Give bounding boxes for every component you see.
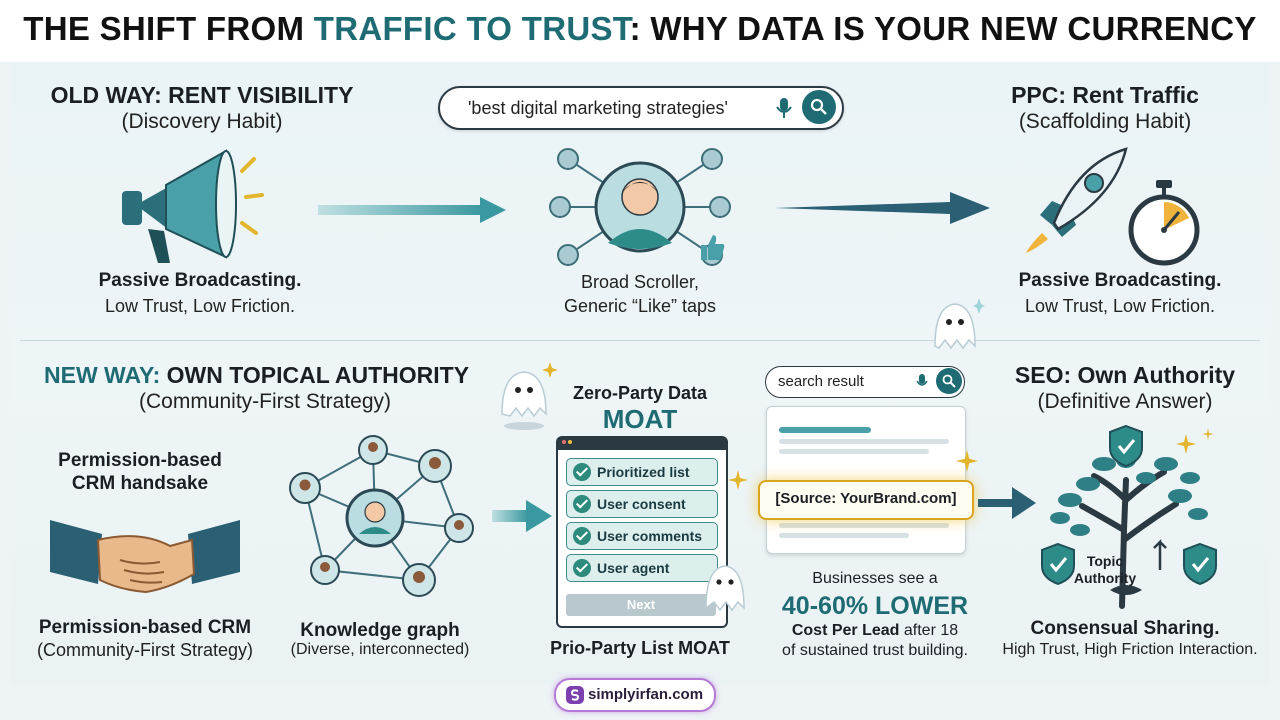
thumbs-up-icon [701, 235, 725, 260]
stats-highlight: 40-60% LOWER [781, 592, 969, 620]
sparkle-icon [956, 450, 978, 472]
flow-arrow-4 [978, 487, 1036, 519]
logo-text: simplyirfan.com [588, 686, 704, 703]
check-icon [573, 463, 591, 481]
old-way-caption: Low Trust, Low Friction. [104, 296, 296, 316]
mini-search-query: search result [778, 373, 864, 390]
form-titlebar [558, 438, 726, 450]
ppc-caption: Low Trust, Low Friction. [1024, 296, 1216, 316]
source-citation: [Source: YourBrand.com] [758, 480, 974, 520]
check-icon [573, 495, 591, 513]
tree-label-1: Topic [1086, 553, 1124, 569]
microphone-icon[interactable] [916, 373, 928, 391]
zero-party-form: Prioritized list User consent User comme… [556, 436, 728, 628]
old-way-caption-bold: Passive Broadcasting. [98, 270, 302, 291]
check-icon [573, 559, 591, 577]
user-network-icon [549, 148, 731, 266]
search-query: 'best digital marketing strategies' [468, 98, 728, 118]
checklist-item[interactable]: User comments [566, 522, 718, 550]
zero-party-moat: MOAT [602, 404, 678, 434]
rocket-icon [1026, 147, 1128, 253]
flow-arrow-1 [318, 197, 506, 223]
handshake-label-line1: Permission-based [58, 450, 222, 471]
stats-line1: Businesses see a [812, 570, 938, 587]
search-button[interactable] [936, 368, 962, 394]
handshake-caption-bold: Permission-based CRM [38, 617, 252, 638]
mini-search-bar[interactable]: search result [765, 366, 965, 398]
seo-caption-bold: Consensual Sharing. [1030, 618, 1220, 639]
tree-label-2: Authority [1073, 570, 1137, 586]
ppc-caption-bold: Passive Broadcasting. [1018, 270, 1222, 291]
title-bar [0, 0, 1280, 62]
seo-caption: High Trust, High Friction Interaction. [1002, 641, 1258, 658]
old-way-heading: OLD WAY: RENT VISIBILITY [50, 82, 354, 108]
search-icon [942, 374, 956, 388]
result-line [779, 533, 909, 538]
new-way-subheading: (Community-First Strategy) [138, 390, 392, 413]
center-top-line1: Broad Scroller, [580, 272, 700, 292]
result-line [779, 449, 929, 454]
check-icon [573, 527, 591, 545]
knowledge-caption-bold: Knowledge graph [300, 620, 460, 641]
checklist-item[interactable]: User agent [566, 554, 718, 582]
knowledge-caption: (Diverse, interconnected) [290, 641, 470, 658]
seo-heading: SEO: Own Authority [1014, 362, 1236, 388]
logo-icon [566, 686, 584, 704]
ppc-heading: PPC: Rent Traffic [1011, 82, 1199, 108]
zero-party-caption: Prio-Party List MOAT [550, 638, 730, 658]
zero-party-label: Zero-Party Data [572, 383, 708, 403]
handshake-caption: (Community-First Strategy) [36, 640, 254, 660]
stopwatch-icon [1128, 180, 1200, 266]
search-icon [810, 98, 827, 115]
microphone-icon[interactable] [776, 97, 792, 119]
new-way-heading: NEW WAY: OWN TOPICAL AUTHORITY [44, 362, 470, 388]
result-line [779, 427, 871, 433]
window-dot [562, 440, 566, 444]
ghost-icon [934, 298, 985, 350]
search-bar[interactable]: 'best digital marketing strategies' [438, 86, 844, 130]
megaphone-icon [122, 149, 264, 263]
center-top-line2: Generic “Like” taps [563, 296, 717, 316]
ppc-subheading: (Scaffolding Habit) [1018, 110, 1192, 133]
handshake-icon [50, 520, 240, 594]
brand-logo[interactable]: simplyirfan.com [554, 678, 716, 712]
page-title: THE SHIFT FROM TRAFFIC TO TRUST: WHY DAT… [23, 10, 1257, 47]
flow-arrow-3 [492, 500, 552, 532]
result-line [779, 439, 949, 444]
flow-arrow-2 [775, 192, 990, 224]
authority-tree-icon [1041, 424, 1217, 609]
stats-line4: of sustained trust building. [782, 642, 968, 659]
handshake-label-line2: CRM handsake [71, 473, 209, 494]
checklist-item[interactable]: Prioritized list [566, 458, 718, 486]
ghost-icon-3 [705, 565, 745, 612]
next-button[interactable]: Next [566, 594, 716, 616]
old-way-subheading: (Discovery Habit) [121, 110, 283, 133]
checklist-item[interactable]: User consent [566, 490, 718, 518]
sparkle-icon [728, 470, 748, 490]
result-line [779, 523, 949, 528]
seo-subheading: (Definitive Answer) [1037, 390, 1213, 413]
ghost-icon-2 [501, 362, 558, 430]
section-divider [20, 340, 1260, 341]
knowledge-graph-icon [289, 435, 474, 597]
stats-line3: Cost Per Lead after 18 [791, 622, 959, 639]
search-button[interactable] [802, 90, 836, 124]
window-dot [568, 440, 572, 444]
